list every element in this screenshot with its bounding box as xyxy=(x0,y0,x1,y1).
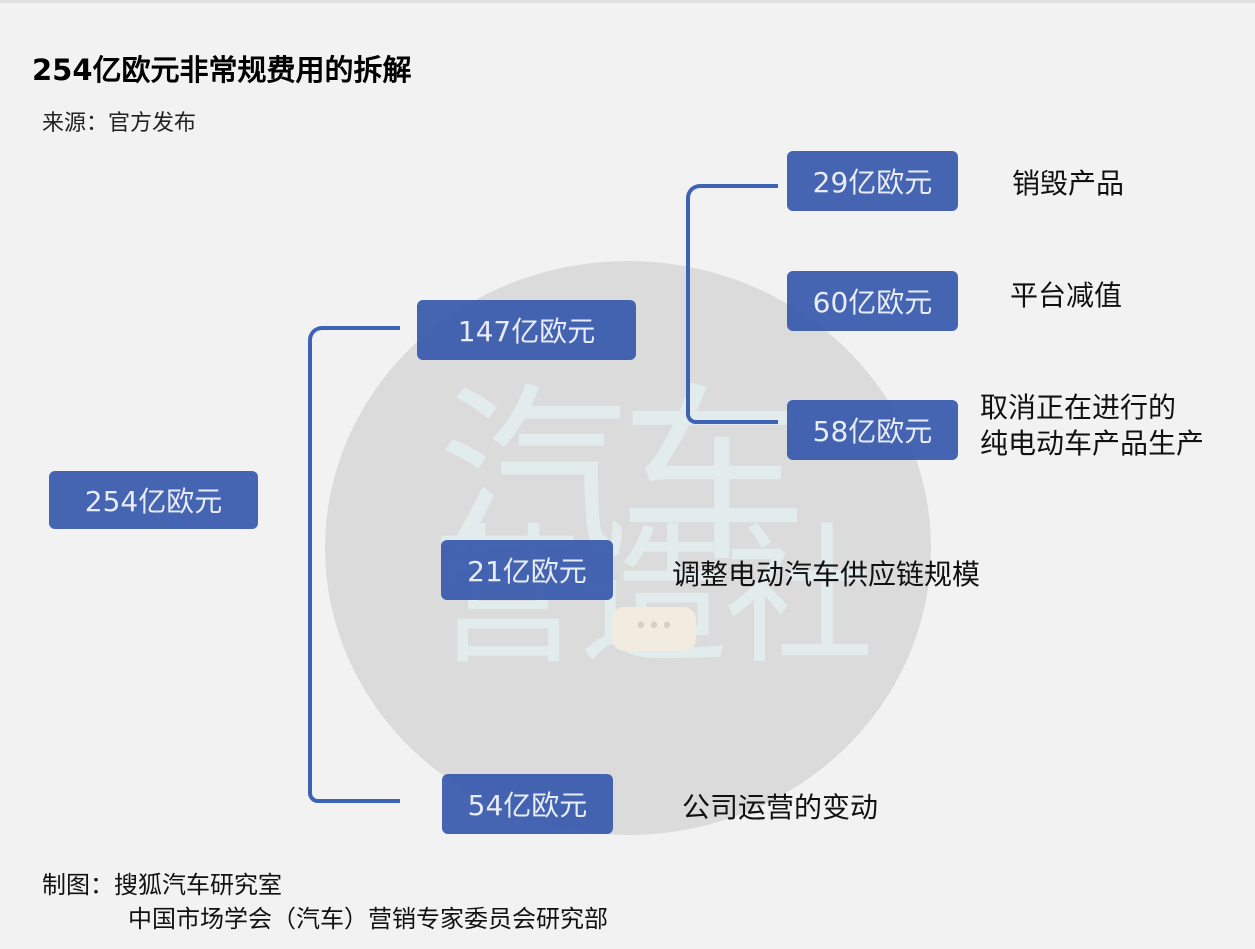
label-58-line1: 取消正在进行的 xyxy=(980,391,1177,424)
node-29: 29亿欧元 xyxy=(787,151,958,211)
node-21: 21亿欧元 xyxy=(441,540,613,600)
bracket-level1 xyxy=(308,326,400,803)
source-note: 来源：官方发布 xyxy=(42,111,197,136)
label-60: 平台减值 xyxy=(1010,279,1123,312)
label-21: 调整电动汽车供应链规模 xyxy=(672,558,981,591)
node-root: 254亿欧元 xyxy=(49,471,258,529)
node-54: 54亿欧元 xyxy=(442,774,613,834)
label-29: 销毁产品 xyxy=(1012,167,1125,200)
label-54: 公司运营的变动 xyxy=(682,791,879,824)
credit-line1: 制图：搜狐汽车研究室 xyxy=(42,871,282,899)
label-58-line2: 纯电动车产品生产 xyxy=(980,427,1205,460)
node-60: 60亿欧元 xyxy=(787,271,958,331)
bracket-level2 xyxy=(686,184,778,424)
node-58: 58亿欧元 xyxy=(787,400,958,460)
node-147: 147亿欧元 xyxy=(417,300,636,360)
page-title: 254亿欧元非常规费用的拆解 xyxy=(32,53,412,87)
credit-line2: 中国市场学会（汽车）营销专家委员会研究部 xyxy=(128,905,608,933)
chat-bubble-icon: ••• xyxy=(612,607,696,651)
